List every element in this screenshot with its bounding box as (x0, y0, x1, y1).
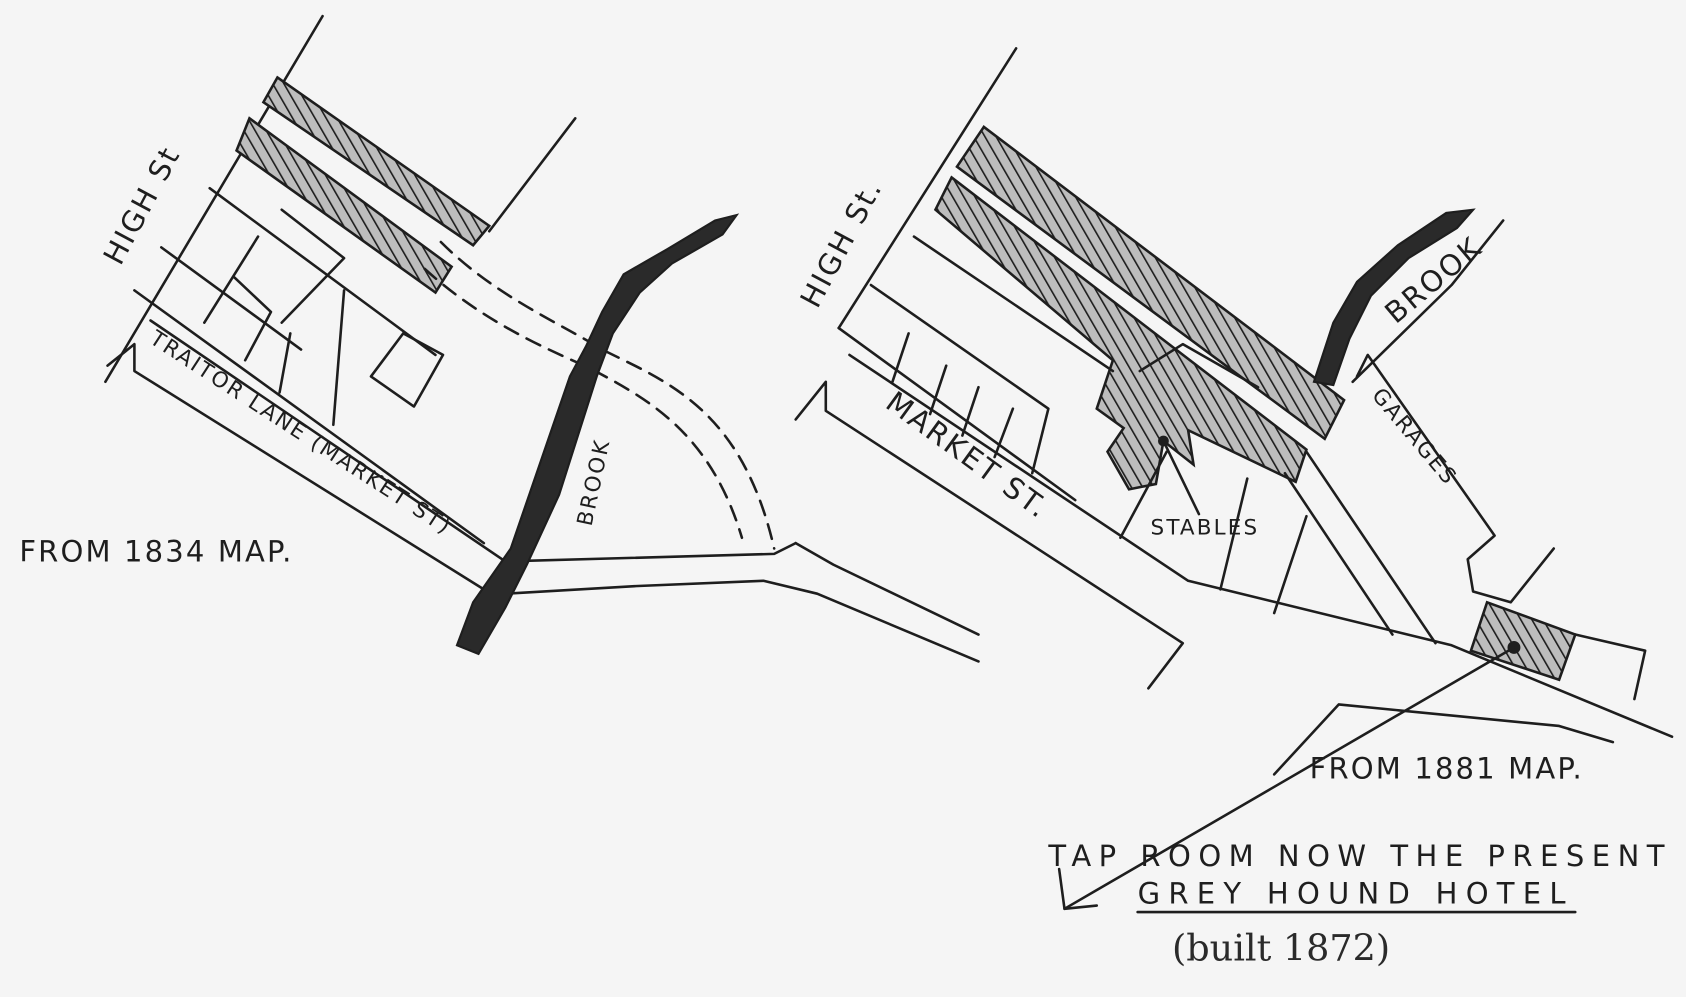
property-plots (133, 186, 486, 545)
pointer-arrow (1063, 646, 1516, 911)
brook (1312, 208, 1476, 387)
road-edge (794, 541, 980, 636)
traitor-lane-label: TRAITOR LANE (MARKET ST) (144, 326, 456, 541)
dashed-path (439, 240, 776, 550)
stables-label: STABLES (1151, 516, 1260, 541)
annotation-hotel-name: GREY HOUND HOTEL (1138, 876, 1568, 910)
tap-room-building (1469, 600, 1577, 682)
high-street-label: HIGH St. (793, 173, 889, 313)
high-street-frontage (104, 14, 324, 384)
annotation-built-date: (built 1872) (1172, 926, 1390, 969)
high-street-frontage (837, 47, 1018, 330)
garages-label: GARAGES (1366, 384, 1461, 491)
annotation-line-1: TAP ROOM NOW THE PRESENT (1047, 839, 1666, 873)
map-caption-1881: FROM 1881 MAP. (1310, 752, 1584, 786)
market-street-edge (794, 380, 1185, 690)
tap-room-annotation: TAP ROOM NOW THE PRESENT GREY HOUND HOTE… (1047, 839, 1666, 970)
brook-label: BROOK (573, 437, 616, 529)
market-street-edge (504, 579, 980, 663)
market-street-edge (848, 353, 1674, 739)
hatched-building (955, 125, 1346, 441)
hatched-building (261, 75, 492, 247)
brook (455, 213, 740, 656)
property-plots (837, 219, 1647, 701)
dashed-path (423, 267, 744, 540)
hatched-building (234, 116, 454, 295)
traitor-lane-edge (149, 319, 797, 563)
high-street-label: HIGH St (97, 140, 187, 270)
road-edge (1272, 703, 1615, 776)
map-1881: HIGH St. MARKET ST. STABLES BROOK GARAGE… (793, 47, 1674, 911)
stables-pointer (1162, 439, 1201, 516)
traitor-lane-edge (106, 342, 486, 591)
plot-boundary (487, 117, 577, 233)
brook-label: BROOK (1378, 230, 1488, 330)
arrow-head-icon (1057, 867, 1099, 911)
map-caption-1834: FROM 1834 MAP. (19, 534, 293, 568)
map-1834: HIGH St TRAITOR LANE (MARKET ST) BROOK F… (19, 14, 980, 663)
